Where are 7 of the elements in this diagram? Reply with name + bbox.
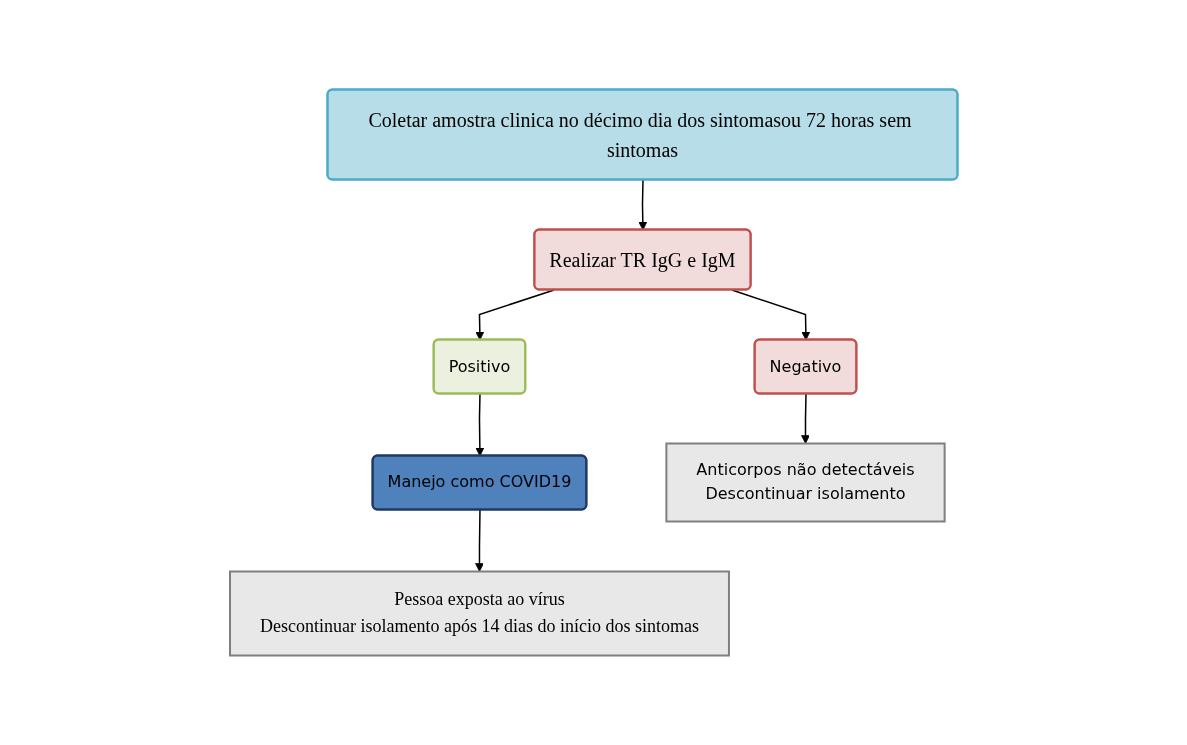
arrow	[475, 289, 555, 341]
node-box: Anticorpos não detectáveis Descontinuar isolamento	[665, 442, 946, 523]
arrow	[800, 393, 810, 444]
node-box: Pessoa exposta ao vírus Descontinuar isolamento após 14 dias do início dos sintomas	[228, 570, 730, 657]
arrow	[638, 179, 647, 231]
arrow	[475, 393, 484, 457]
arrow	[474, 509, 484, 572]
